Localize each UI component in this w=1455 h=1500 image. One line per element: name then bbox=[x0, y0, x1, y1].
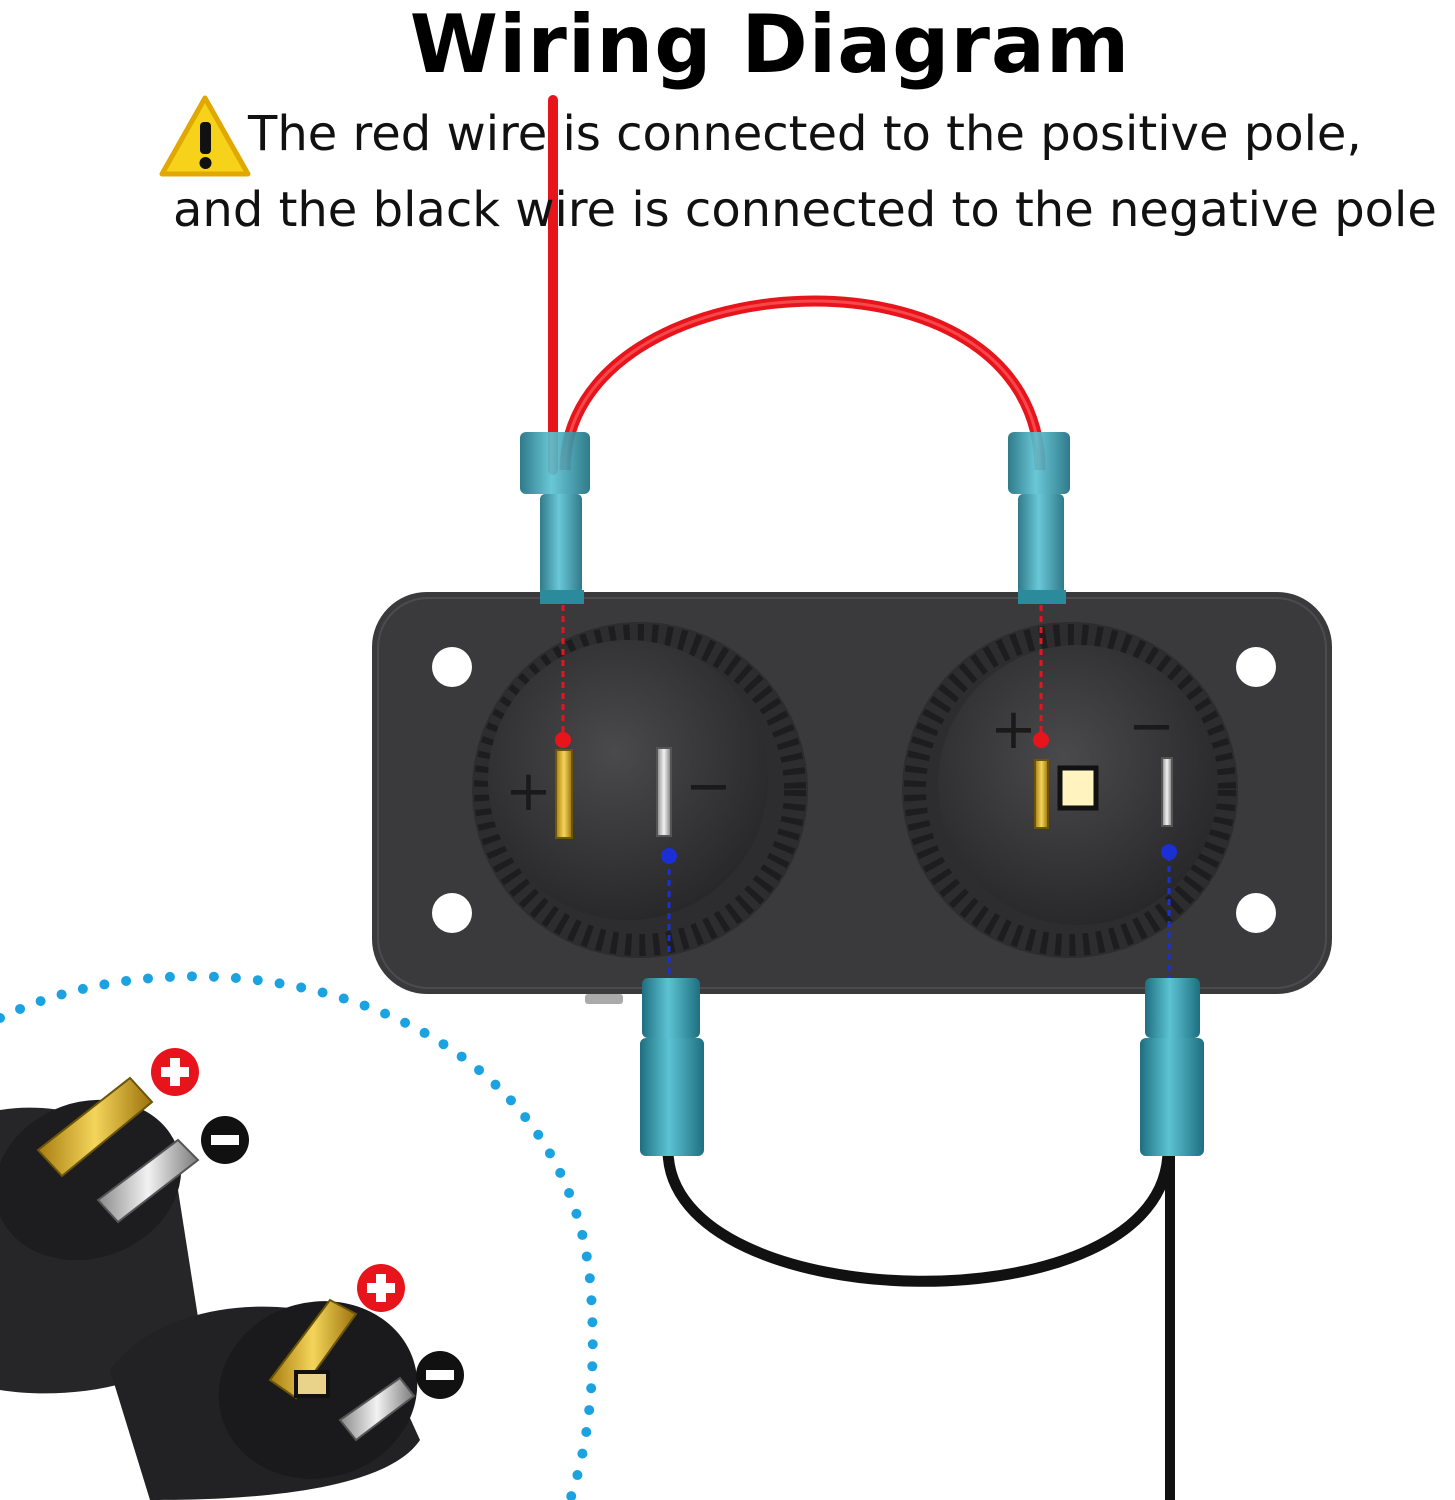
mounting-hole bbox=[432, 647, 472, 687]
positive-wire bbox=[548, 95, 1046, 475]
positive-guide-lines bbox=[555, 605, 1049, 748]
svg-text:−: − bbox=[1128, 694, 1175, 759]
svg-text:+: + bbox=[505, 759, 552, 824]
plus-circle-icon bbox=[151, 1048, 199, 1096]
mounting-hole bbox=[1236, 893, 1276, 933]
black-connector-right bbox=[1140, 978, 1204, 1156]
red-connector-right bbox=[1008, 432, 1070, 604]
diagram-title: Wiring Diagram bbox=[409, 0, 1131, 91]
socket-back-view bbox=[0, 1076, 420, 1500]
mounting-hole bbox=[432, 893, 472, 933]
red-connector-left bbox=[520, 432, 590, 604]
svg-text:+: + bbox=[990, 697, 1037, 762]
minus-circle-icon bbox=[201, 1116, 249, 1164]
warning-triangle-icon bbox=[159, 95, 251, 177]
right-socket: + − bbox=[902, 622, 1238, 958]
left-socket: + − bbox=[472, 622, 808, 958]
minus-circle-icon bbox=[416, 1351, 464, 1399]
negative-wire bbox=[662, 1149, 1175, 1500]
warning-text-line-1: The red wire is connected to the positiv… bbox=[248, 106, 1362, 162]
detail-callout-arc bbox=[0, 971, 598, 1500]
black-connector-left bbox=[640, 978, 704, 1156]
plus-circle-icon bbox=[357, 1264, 405, 1312]
mounting-hole bbox=[1236, 647, 1276, 687]
warning-text-line-2: and the black wire is connected to the n… bbox=[173, 182, 1437, 238]
negative-guide-lines bbox=[661, 844, 1177, 978]
svg-text:−: − bbox=[685, 754, 732, 819]
